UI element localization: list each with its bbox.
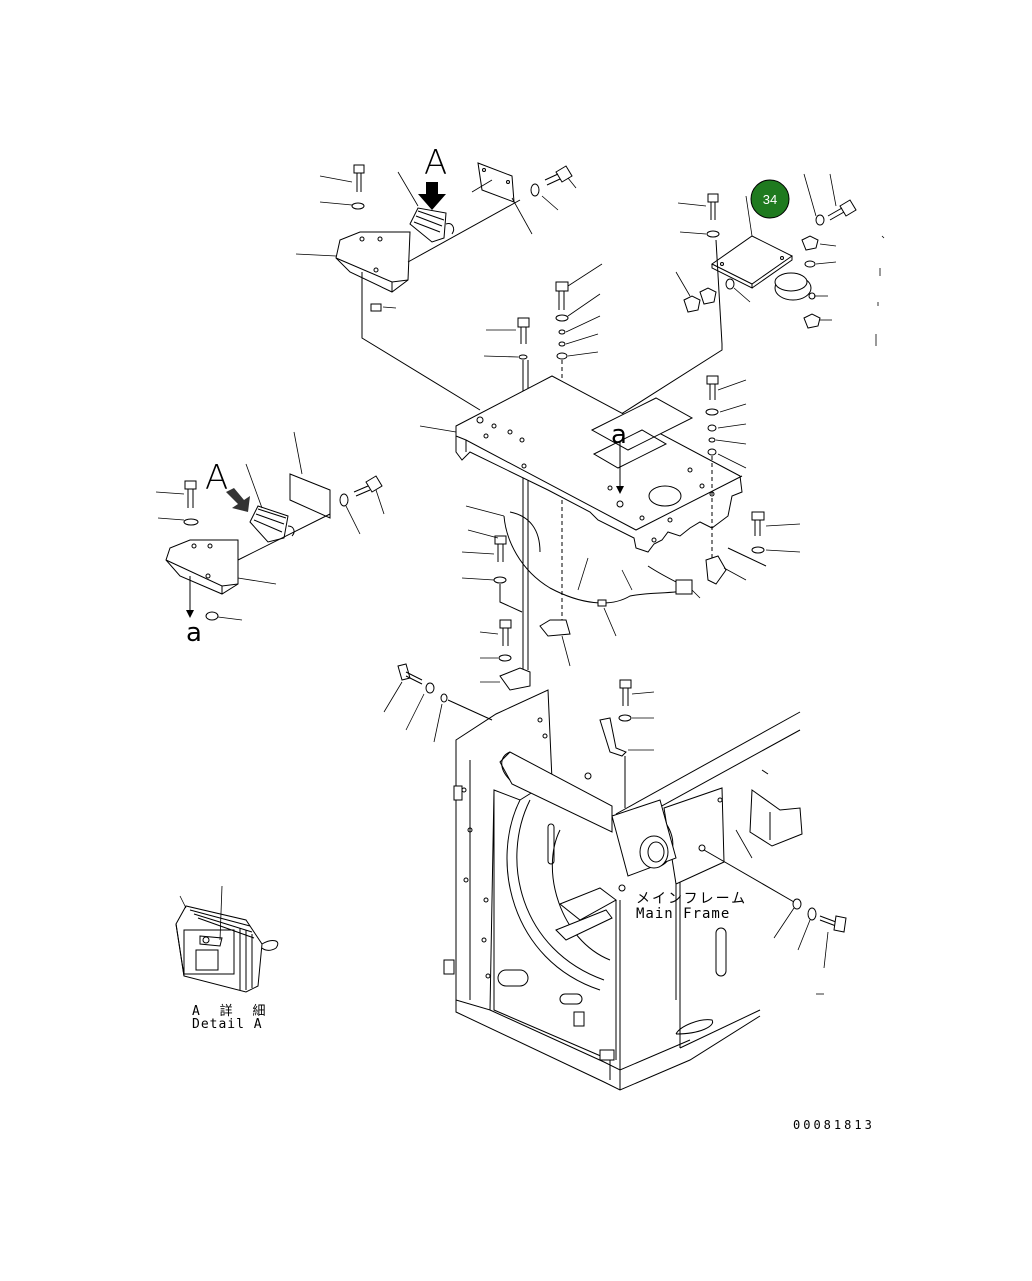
nut xyxy=(683,295,701,313)
drawing-number: 00081813 xyxy=(793,1118,875,1132)
bolt xyxy=(397,663,423,685)
main-frame-label: Main Frame xyxy=(636,906,731,922)
bolt xyxy=(751,511,765,536)
mounting-bracket xyxy=(705,555,727,585)
bolt xyxy=(619,679,632,706)
washer xyxy=(351,202,365,210)
main-frame xyxy=(383,663,847,1091)
view-a-label: A xyxy=(205,458,230,498)
nut xyxy=(699,287,717,305)
bolt xyxy=(353,475,383,497)
lamp-bracket xyxy=(165,539,239,595)
lamp-bracket xyxy=(335,231,411,293)
bolt xyxy=(706,375,719,400)
bolt xyxy=(517,317,530,344)
horn xyxy=(774,272,816,301)
right-fastener-column xyxy=(705,375,801,585)
view-arrow xyxy=(418,182,446,210)
washer xyxy=(725,278,735,290)
work-lamp xyxy=(409,207,455,243)
nut xyxy=(801,235,819,251)
callout-badge[interactable] xyxy=(750,179,790,219)
detail-a-label-jp: A 詳 細 xyxy=(192,1004,272,1019)
detail-a-lamp xyxy=(175,885,279,993)
washer xyxy=(706,230,720,238)
view-a-label: A xyxy=(424,143,449,183)
upper-right-horn-assembly xyxy=(595,173,885,431)
bracket xyxy=(499,667,531,691)
washer xyxy=(815,214,825,226)
left-center-fasteners xyxy=(461,529,531,691)
detail-a-label: Detail A xyxy=(192,1017,263,1032)
nut xyxy=(803,313,821,329)
wiring-harness xyxy=(465,505,701,667)
bolt xyxy=(707,193,719,220)
bolt xyxy=(353,164,365,192)
floor-plate xyxy=(419,375,743,553)
left-mid-lamp-assembly xyxy=(155,431,385,621)
bolt xyxy=(544,165,573,186)
cover-plate xyxy=(289,473,331,519)
work-lamp xyxy=(249,505,295,543)
washer xyxy=(804,260,816,268)
reference-a-label: a xyxy=(611,420,628,450)
nut xyxy=(370,303,382,312)
bolt xyxy=(184,480,197,508)
clamp xyxy=(539,619,571,637)
connector xyxy=(675,579,693,595)
bolt xyxy=(499,619,512,646)
bolt xyxy=(827,199,857,221)
bolt xyxy=(555,281,569,310)
reference-a-label: a xyxy=(186,618,203,648)
bolt xyxy=(819,915,847,933)
bolt xyxy=(494,535,507,562)
main-frame-label-jp: メインフレーム xyxy=(636,891,748,907)
upper-left-bracket-assembly xyxy=(295,162,577,411)
washer xyxy=(530,183,540,197)
